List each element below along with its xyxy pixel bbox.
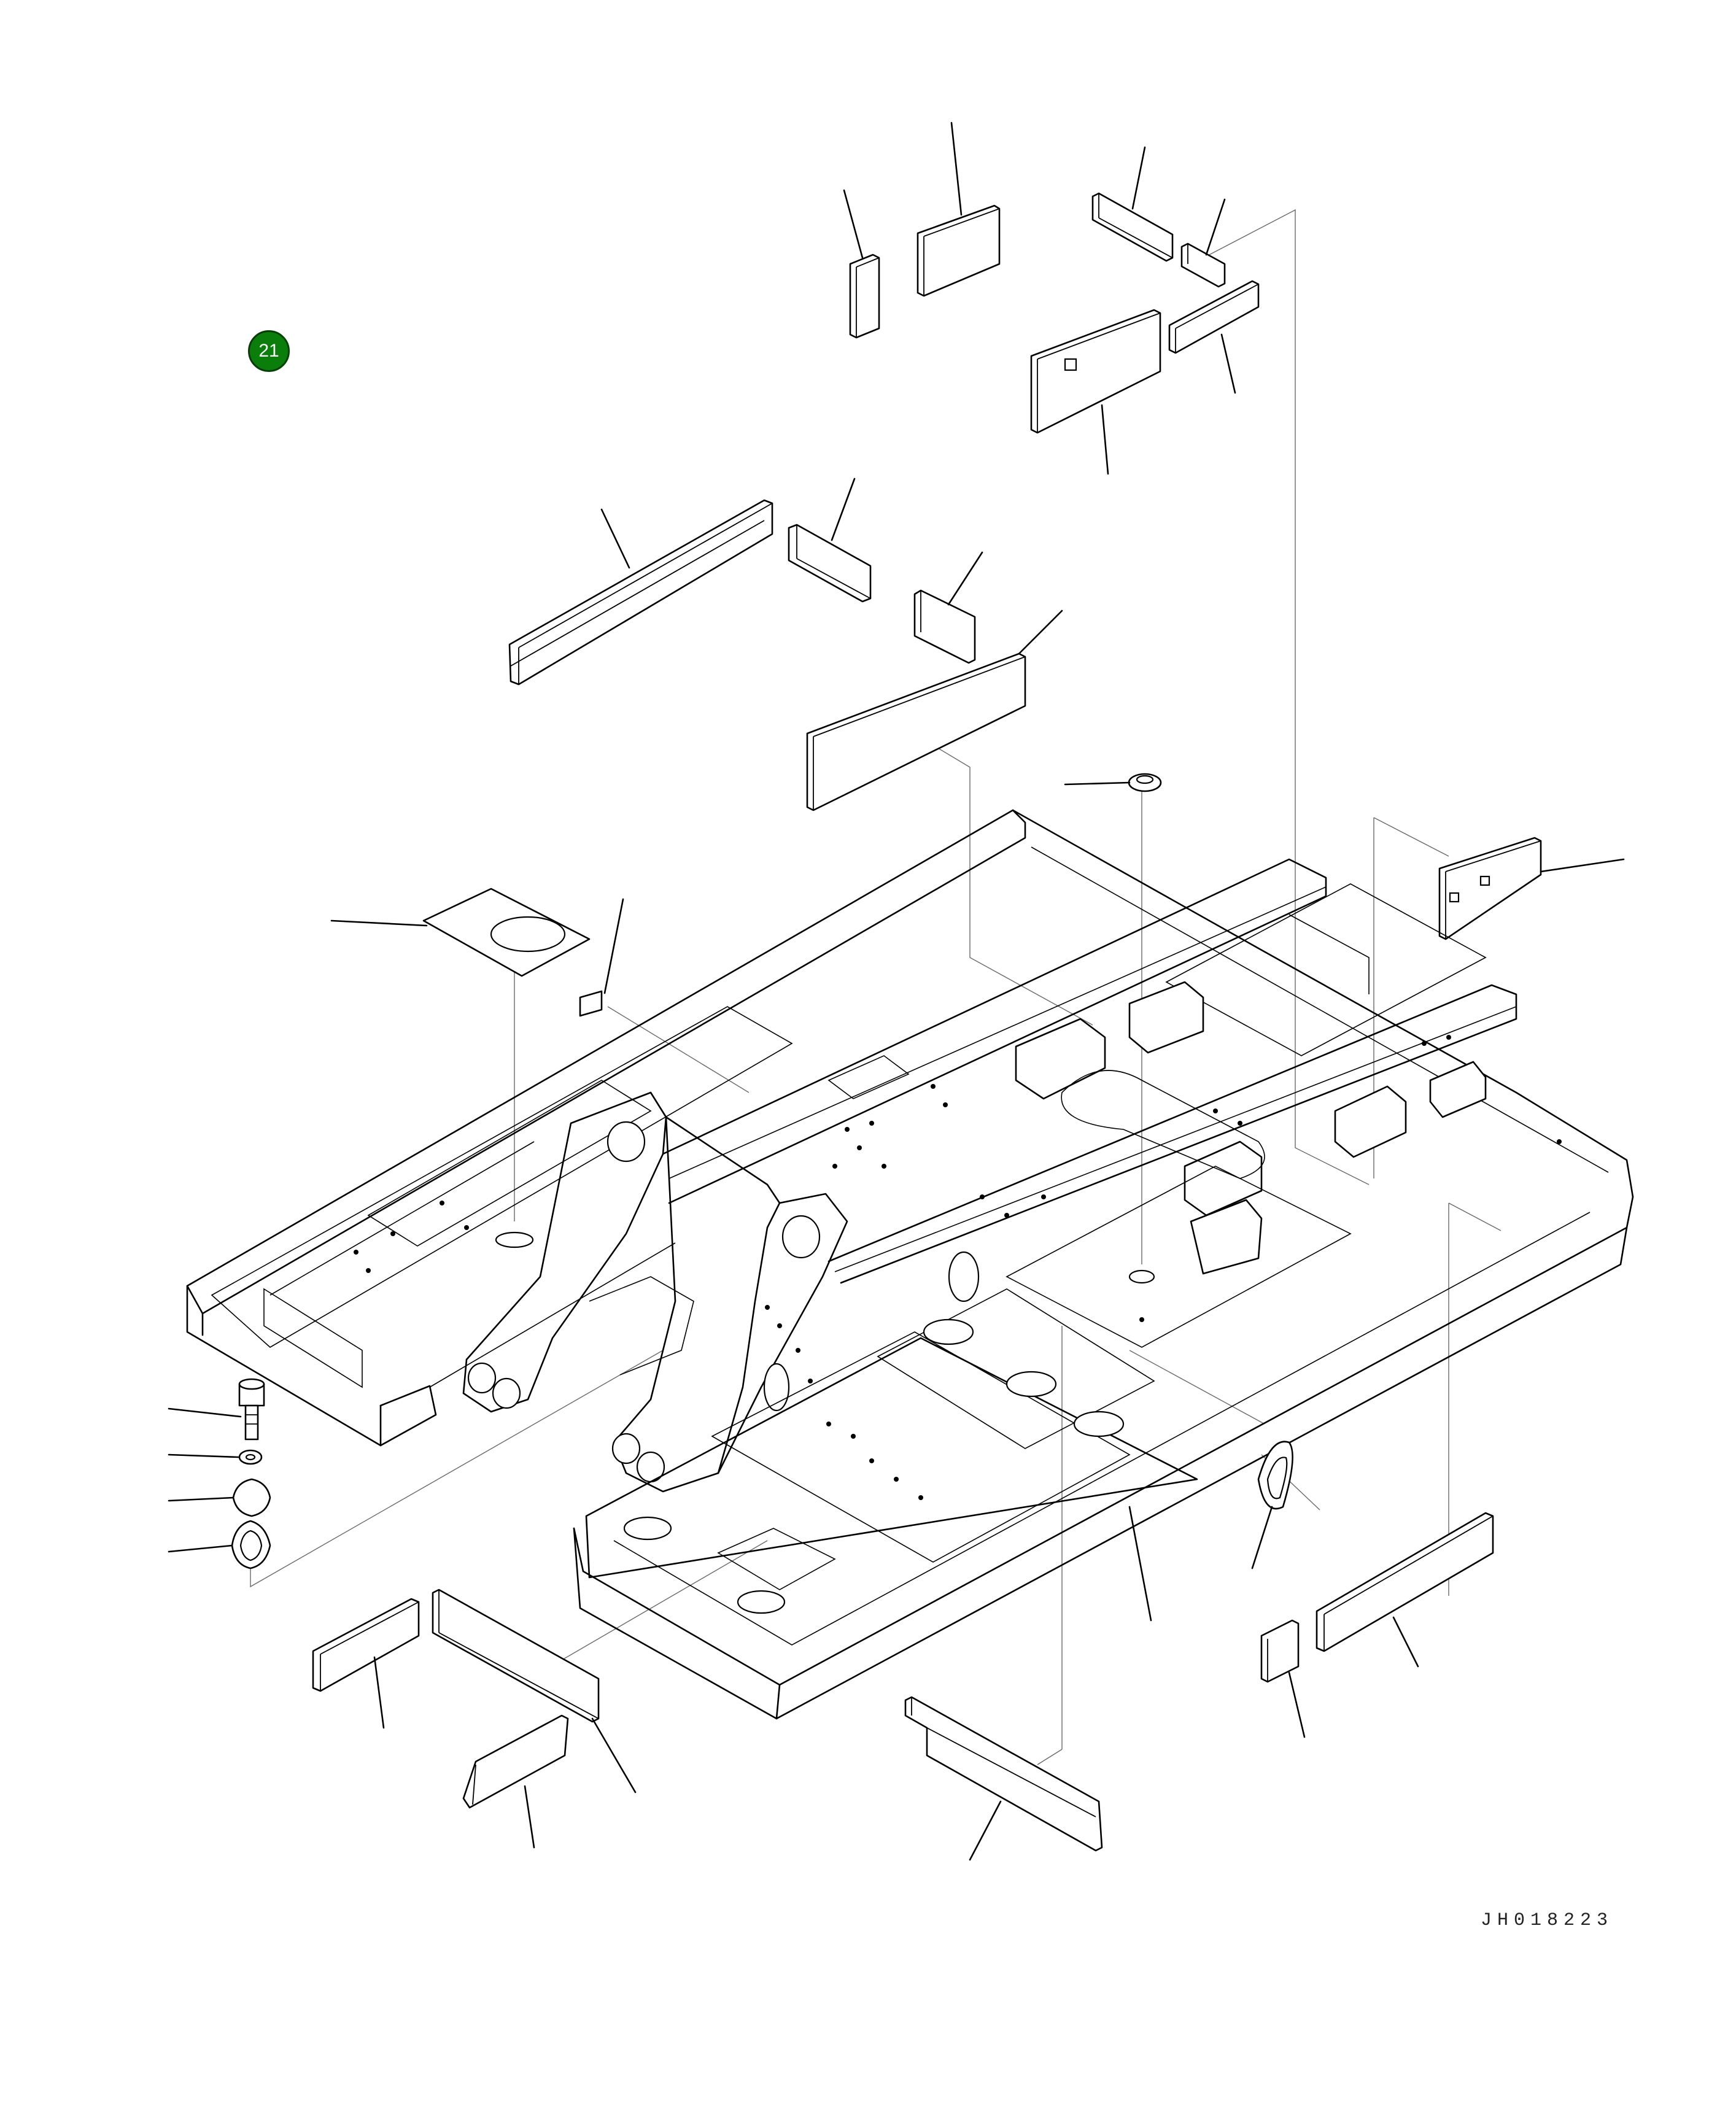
- washer: [238, 1449, 263, 1465]
- plate-bottom-left-small: [312, 1598, 420, 1692]
- plate-block-mid: [913, 589, 976, 664]
- plate-bottom-stepped: [904, 1696, 1103, 1852]
- teardrop-bracket: [1257, 1441, 1293, 1510]
- plate-bar-right: [1168, 280, 1260, 354]
- assembly-guide-lines: [250, 209, 1502, 1765]
- plate-bottom-long: [432, 1588, 600, 1723]
- plate-long-bar: [508, 499, 773, 686]
- cover-disc: [232, 1478, 271, 1517]
- plate-small-upright: [849, 253, 880, 339]
- plate-small-bar: [788, 524, 872, 603]
- gasket: [231, 1520, 271, 1569]
- plate-medium-square: [916, 204, 1001, 297]
- plate-wedge: [806, 652, 1026, 811]
- plate-large-with-holes: [1030, 309, 1161, 434]
- cover-plate-with-hole: [422, 888, 603, 1017]
- plate-right-with-holes: [1438, 837, 1542, 940]
- plate-bottom-wedge: [462, 1714, 569, 1809]
- drawing-code-label: JH018223: [1481, 1910, 1614, 1931]
- grommet: [1128, 773, 1162, 792]
- leader-lines: [168, 122, 1625, 1861]
- plate-bottom-small-upright: [1260, 1619, 1300, 1683]
- bottom-cover-plates: [312, 1512, 1494, 1852]
- top-cover-plates: [508, 192, 1542, 940]
- revolving-frame: [186, 809, 1634, 1720]
- plate-bottom-right-long: [1316, 1512, 1494, 1652]
- bolt: [238, 1378, 265, 1441]
- callout-badge[interactable]: 21: [248, 330, 290, 372]
